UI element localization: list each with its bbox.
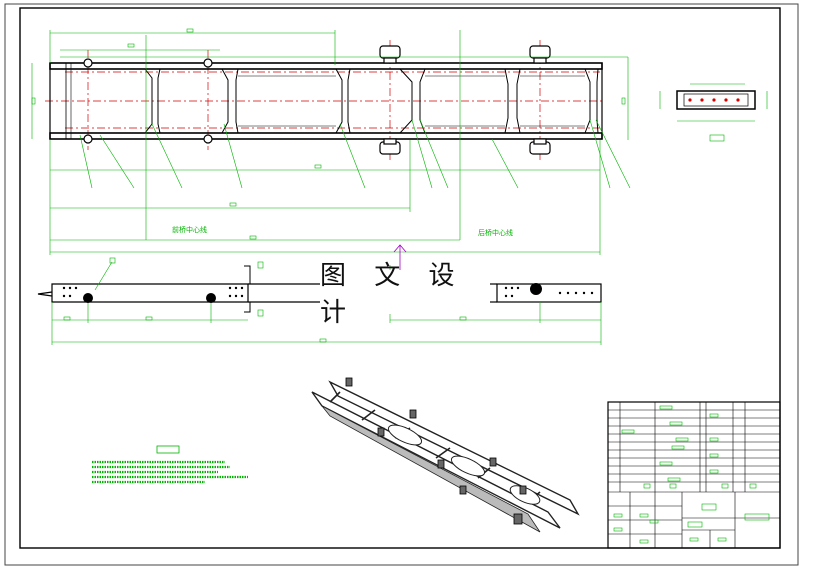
front-axle-label: 前桥中心线 [172,225,207,234]
frame-top-view: 前桥中心线 后桥中心线 [31,28,631,272]
centerlines [45,40,605,160]
spring-brackets [83,45,551,155]
frame-side-view [37,257,602,345]
side-rails [49,62,603,140]
outer-border [4,3,799,566]
rear-axle-label: 后桥中心线 [478,228,513,237]
watermark: 图 文 设 计 [320,261,490,328]
inner-border [19,7,781,549]
title-block [607,401,781,549]
frame-isometric-view [311,377,580,533]
view-arrow-marker [393,244,407,272]
frame-end-view [659,83,768,142]
technical-notes [92,445,248,484]
dimension-lines [31,30,631,255]
label-boxes [31,28,626,240]
